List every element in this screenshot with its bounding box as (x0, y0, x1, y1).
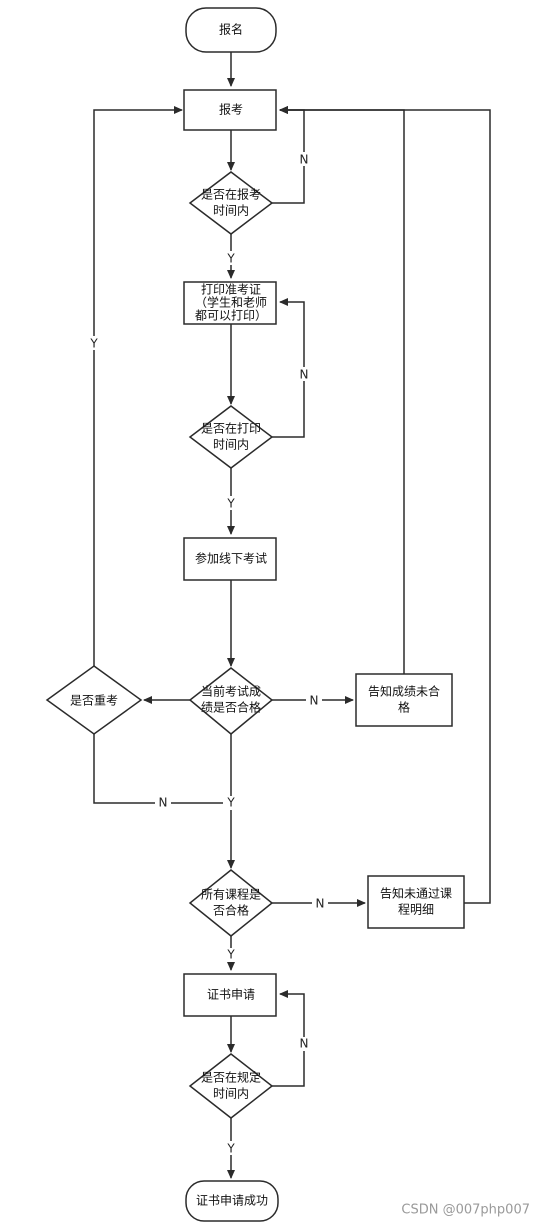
node-notify-fail-line1: 告知成绩未合 (368, 684, 440, 699)
decision-all-pass-line2: 否合格 (213, 903, 249, 918)
label-no: N (316, 897, 325, 911)
decision-pass: 当前考试成 绩是否合格 (188, 667, 274, 735)
connectors (93, 52, 491, 1179)
node-print-ticket-line3: 都可以打印） (195, 309, 267, 323)
node-notify-fail: 告知成绩未合 格 (355, 673, 453, 727)
label-no: N (159, 796, 168, 810)
node-start: 报名 (185, 7, 277, 53)
decision-cert-time-line2: 时间内 (213, 1087, 249, 1101)
edge-notify-fail-back (279, 106, 405, 674)
decision-print-time-line2: 时间内 (213, 438, 249, 452)
label-yes: Y (226, 948, 235, 962)
decision-apply-time: 是否在报考 时间内 (188, 171, 274, 235)
node-notify-detail-line1: 告知未通过课 (380, 887, 452, 901)
label-no: N (300, 1037, 309, 1051)
node-print-ticket-line2: （学生和老师 (195, 295, 267, 310)
edge-notify-detail-back (279, 106, 491, 904)
node-notify-detail: 告知未通过课 程明细 (367, 875, 465, 929)
edge-retake-yes (93, 106, 183, 666)
edge-labels: N Y N Y Y N N Y N Y N Y (86, 152, 328, 1156)
decision-pass-line1: 当前考试成 (201, 684, 261, 699)
decision-all-pass: 所有课程是 否合格 (188, 869, 274, 937)
node-offline-exam: 参加线下考试 (183, 537, 277, 581)
node-print-ticket: 打印准考证 （学生和老师 都可以打印） (183, 281, 277, 325)
decision-print-time: 是否在打印 时间内 (188, 405, 274, 469)
label-yes: Y (226, 1142, 235, 1156)
label-yes: Y (226, 252, 235, 266)
decision-cert-time: 是否在规定 时间内 (188, 1053, 274, 1119)
node-notify-detail-line2: 程明细 (398, 902, 434, 917)
node-offline-exam-text: 参加线下考试 (195, 551, 267, 566)
decision-print-time-line1: 是否在打印 (201, 422, 261, 436)
decision-retake-text: 是否重考 (70, 694, 118, 708)
node-notify-fail-line2: 格 (398, 700, 410, 715)
label-no: N (300, 153, 309, 167)
decision-cert-time-line1: 是否在规定 (201, 1070, 261, 1085)
decision-pass-line2: 绩是否合格 (201, 700, 261, 715)
label-yes: Y (89, 337, 98, 351)
decision-all-pass-line1: 所有课程是 (201, 887, 261, 902)
node-print-ticket-line1: 打印准考证 (201, 283, 261, 297)
decision-apply-time-line1: 是否在报考 (201, 187, 261, 202)
label-yes: Y (226, 796, 235, 810)
node-cert-apply: 证书申请 (183, 973, 277, 1017)
node-end: 证书申请成功 (185, 1180, 279, 1222)
node-end-text: 证书申请成功 (196, 1194, 268, 1208)
node-apply-text: 报考 (219, 102, 243, 117)
node-start-text: 报名 (219, 22, 243, 37)
label-yes: Y (226, 497, 235, 511)
decision-retake: 是否重考 (45, 665, 143, 735)
node-cert-apply-text: 证书申请 (207, 988, 255, 1002)
decision-apply-time-line2: 时间内 (213, 204, 249, 218)
label-no: N (310, 694, 319, 708)
label-no: N (300, 368, 309, 382)
watermark: CSDN @007php007 (401, 1203, 530, 1218)
edge-retake-no (93, 734, 231, 804)
node-apply: 报考 (183, 89, 277, 131)
